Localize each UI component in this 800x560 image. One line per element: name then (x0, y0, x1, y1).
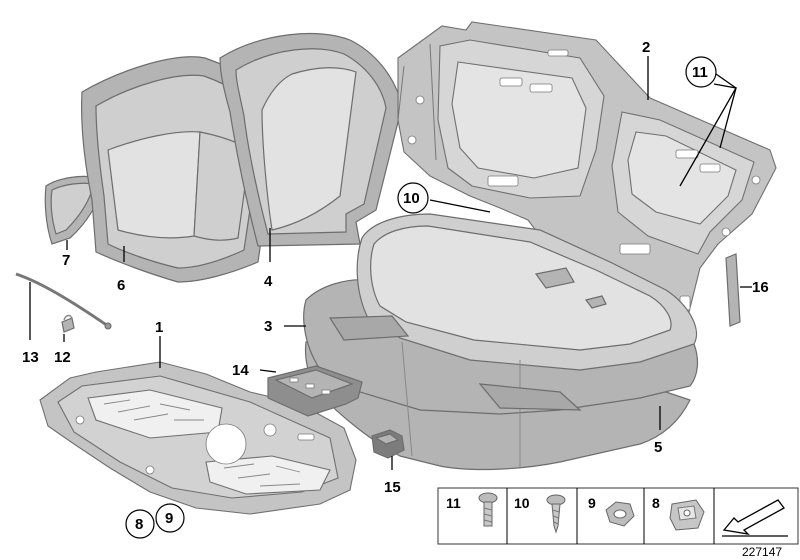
callout-15: 15 (384, 479, 401, 496)
callout-10: 10 (403, 190, 420, 207)
part-backrest-frame (397, 21, 777, 319)
callout-7: 7 (62, 252, 70, 269)
callout-14: 14 (232, 362, 249, 379)
callout-11: 11 (692, 64, 708, 81)
callout-5: 5 (654, 439, 662, 456)
legend-number-10: 10 (514, 495, 530, 511)
part-clip (61, 314, 75, 333)
clip-nut-icon (669, 499, 705, 531)
part-small-bracket (371, 429, 405, 459)
callout-9: 9 (165, 510, 173, 527)
callout-labels: 7 6 4 2 16 3 5 1 13 12 14 15 11 10 8 9 (22, 39, 769, 539)
self-tapping-screw-icon (546, 494, 566, 534)
part-trim-strip (725, 253, 741, 327)
legend-number-9: 9 (588, 495, 596, 511)
leader-lines (29, 56, 752, 470)
direction-arrow-icon (722, 499, 788, 537)
legend-number-8: 8 (652, 495, 660, 511)
diagram-reference-number: 227147 (742, 545, 782, 559)
callout-1: 1 (155, 319, 163, 336)
part-backrest-cover-right (219, 32, 403, 247)
callout-4: 4 (264, 273, 273, 290)
callout-2: 2 (642, 39, 650, 56)
callout-13: 13 (22, 349, 39, 366)
part-wire-rod (15, 272, 112, 330)
hex-nut-icon (605, 501, 635, 527)
part-side-bolster (44, 175, 105, 245)
callout-8: 8 (135, 516, 143, 533)
callout-6: 6 (117, 277, 125, 294)
legend-number-11: 11 (446, 495, 461, 511)
part-bracket (267, 365, 363, 417)
callout-12: 12 (54, 349, 71, 366)
hardware-legend: 11 10 9 8 (437, 487, 799, 545)
screw-icon (478, 492, 498, 527)
callout-3: 3 (264, 318, 272, 335)
callout-16: 16 (752, 279, 769, 296)
